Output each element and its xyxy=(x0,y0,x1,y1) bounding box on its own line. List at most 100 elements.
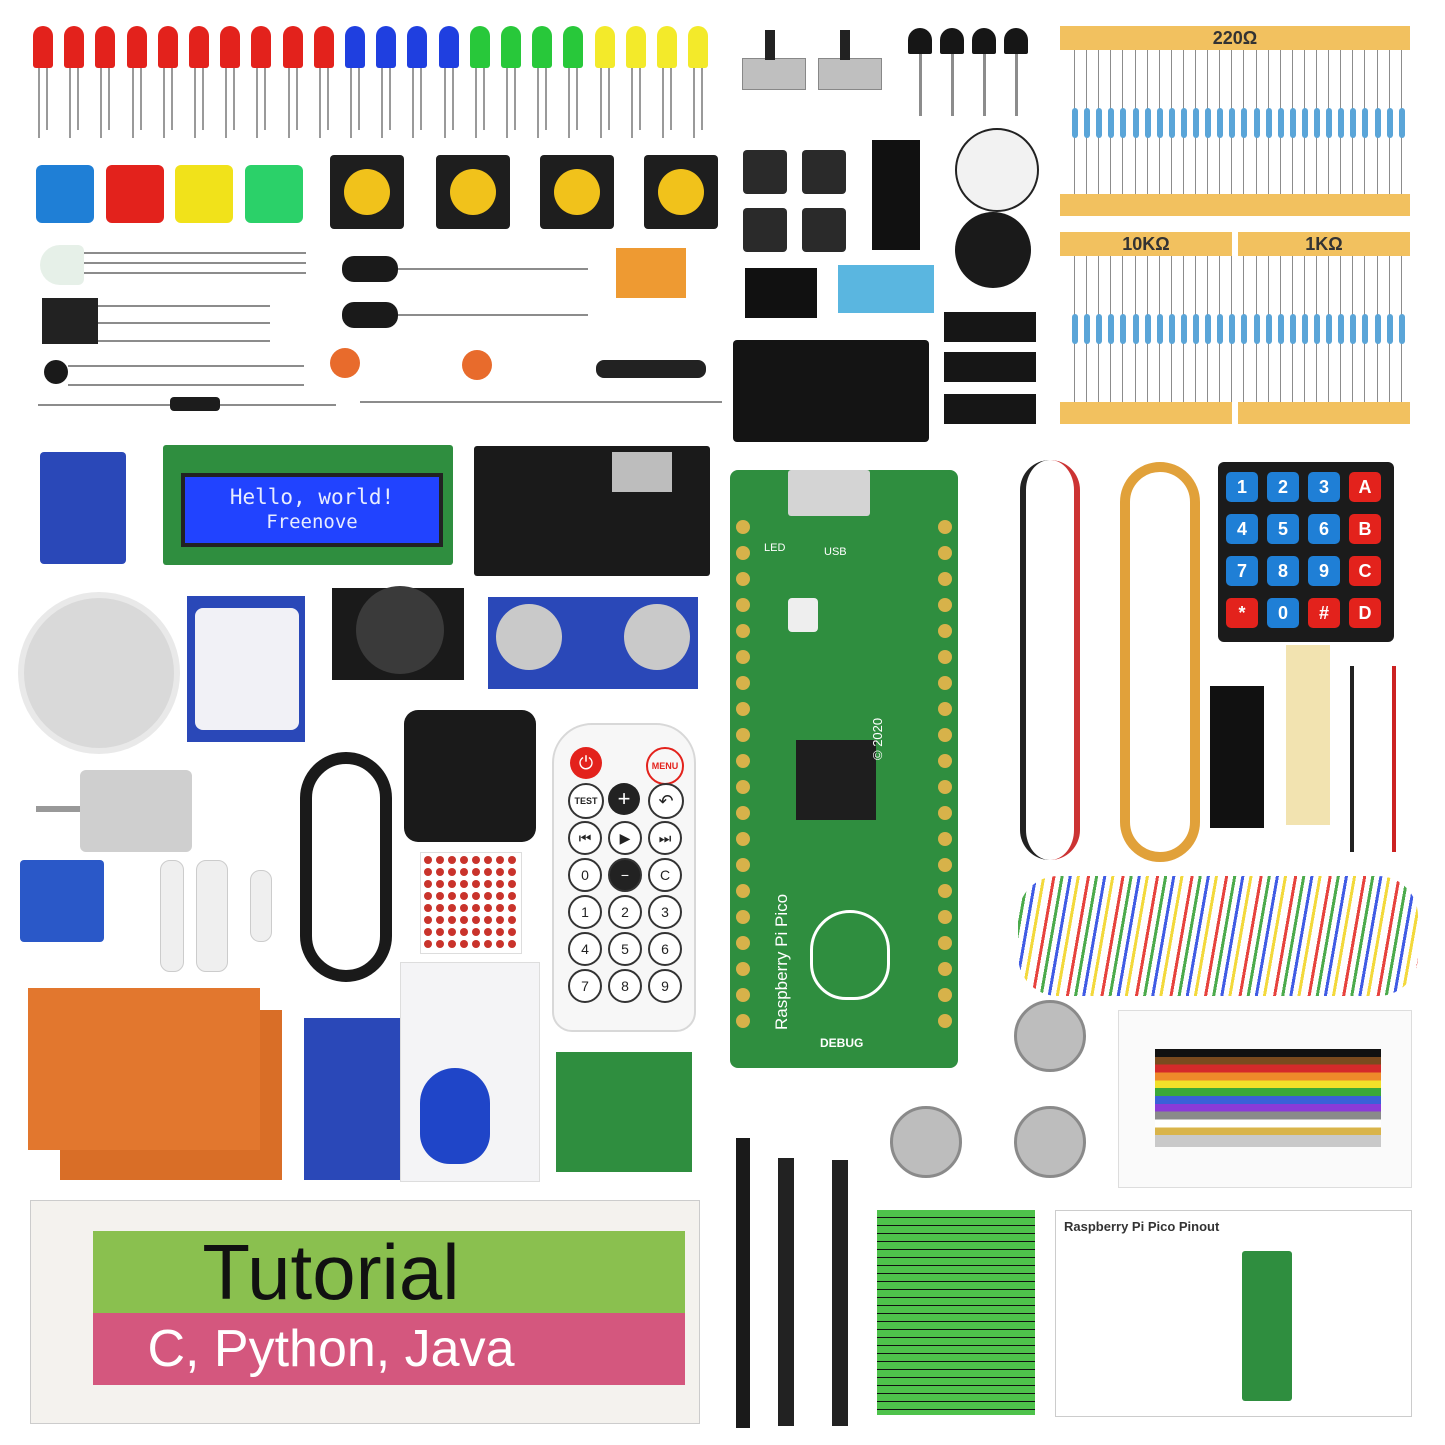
slide-switch-knob xyxy=(765,30,775,60)
resistor-body xyxy=(1386,108,1393,138)
led-matrix-dot xyxy=(424,868,432,876)
led-matrix-dot xyxy=(508,940,516,948)
color-code-table xyxy=(1155,1049,1381,1147)
component-lead xyxy=(98,340,270,342)
led-matrix-dot xyxy=(472,928,480,936)
pico-pin xyxy=(938,1014,952,1028)
led xyxy=(189,26,209,68)
lcd-module: Hello, world! Freenove xyxy=(163,445,453,565)
led-bar-graph xyxy=(1210,686,1264,828)
led-leg xyxy=(287,68,290,138)
led-matrix-dot xyxy=(436,880,444,888)
servo-horn xyxy=(160,860,184,972)
led-matrix-dot xyxy=(508,928,516,936)
led-matrix-dot xyxy=(460,904,468,912)
resistor-body xyxy=(1326,108,1333,138)
resistor-body xyxy=(1120,108,1127,138)
led-matrix-dot xyxy=(496,868,504,876)
resistor-tape-1k-bottom xyxy=(1238,402,1410,424)
led-leg xyxy=(482,68,485,130)
resistor-tape-220-bottom xyxy=(1060,194,1410,216)
pico-pin xyxy=(938,780,952,794)
led-leg xyxy=(545,68,548,130)
keypad-key: C xyxy=(1349,556,1381,586)
resistor-body xyxy=(1362,314,1369,344)
led-leg xyxy=(326,68,329,130)
potentiometer xyxy=(1014,1000,1086,1072)
led-matrix-dot xyxy=(496,892,504,900)
led-leg xyxy=(607,68,610,130)
resistor-body xyxy=(1205,108,1212,138)
remote-button: 4 xyxy=(568,932,602,966)
pico-pin xyxy=(938,832,952,846)
usb-port xyxy=(612,452,672,492)
tutorial-green-band xyxy=(93,1231,685,1313)
potentiometer xyxy=(1014,1106,1086,1178)
keypad-key: 5 xyxy=(1267,514,1299,544)
led-leg xyxy=(358,68,360,130)
transistor-lead xyxy=(983,54,986,116)
remote-button: ▶ xyxy=(608,821,642,855)
pico-board-label: Raspberry Pi Pico xyxy=(772,893,791,1030)
led-matrix-dot xyxy=(424,928,432,936)
keypad-key: 9 xyxy=(1308,556,1340,586)
pico-pin xyxy=(938,910,952,924)
keypad-key: 6 xyxy=(1308,514,1340,544)
led-leg xyxy=(443,68,446,138)
led-matrix-dot xyxy=(460,916,468,924)
led xyxy=(657,26,677,68)
rp2040-chip xyxy=(796,740,876,820)
led-matrix-dot xyxy=(460,940,468,948)
potentiometer xyxy=(890,1106,962,1178)
pico-pin xyxy=(736,650,750,664)
led-matrix-dot xyxy=(436,892,444,900)
led xyxy=(501,26,521,68)
led xyxy=(220,26,241,68)
led-matrix-dot xyxy=(436,904,444,912)
resistor-color-code-card xyxy=(1118,1010,1412,1188)
resistor-body xyxy=(1289,108,1296,138)
led-matrix-dot xyxy=(508,868,516,876)
resistor-body xyxy=(1289,314,1296,344)
button-cap-green xyxy=(245,165,303,223)
dht-sensor xyxy=(838,265,934,313)
pico-pin xyxy=(736,624,750,638)
resistor-body xyxy=(1229,314,1236,344)
slide-switch xyxy=(818,58,882,90)
led xyxy=(157,26,178,68)
led xyxy=(95,26,116,68)
cap-lead xyxy=(398,314,588,316)
remote-button: ⏮ xyxy=(568,821,602,855)
pico-led-label: LED xyxy=(764,542,786,554)
pico-pin xyxy=(938,572,952,586)
led xyxy=(64,26,85,68)
led xyxy=(563,26,584,68)
male-pin-header xyxy=(832,1160,848,1426)
led-leg xyxy=(139,68,142,130)
led-leg xyxy=(318,68,321,138)
led-leg xyxy=(256,68,259,138)
led-matrix-dot xyxy=(484,904,492,912)
led xyxy=(282,26,303,68)
resistor-body xyxy=(1277,314,1284,344)
led-matrix-dot xyxy=(436,868,444,876)
led-matrix-dot xyxy=(472,892,480,900)
led-matrix-dot xyxy=(496,928,504,936)
resistor-body xyxy=(1229,108,1236,138)
led-matrix-dot xyxy=(448,868,456,876)
led-leg xyxy=(381,68,384,138)
pico-pin xyxy=(736,832,750,846)
led-matrix-dot xyxy=(436,940,444,948)
led-matrix-dot xyxy=(448,928,456,936)
pico-pin xyxy=(736,806,750,820)
remote-button: 6 xyxy=(648,932,682,966)
thermistor xyxy=(44,360,68,384)
bootsel-button xyxy=(788,598,818,632)
resistor-label-220: 220Ω xyxy=(1212,28,1258,48)
remote-button: − xyxy=(608,858,642,892)
component-lead xyxy=(84,272,306,274)
button-cap-red xyxy=(106,165,164,223)
resistor-body xyxy=(1217,108,1224,138)
led-matrix-dot xyxy=(460,856,468,864)
led-leg xyxy=(506,68,508,138)
